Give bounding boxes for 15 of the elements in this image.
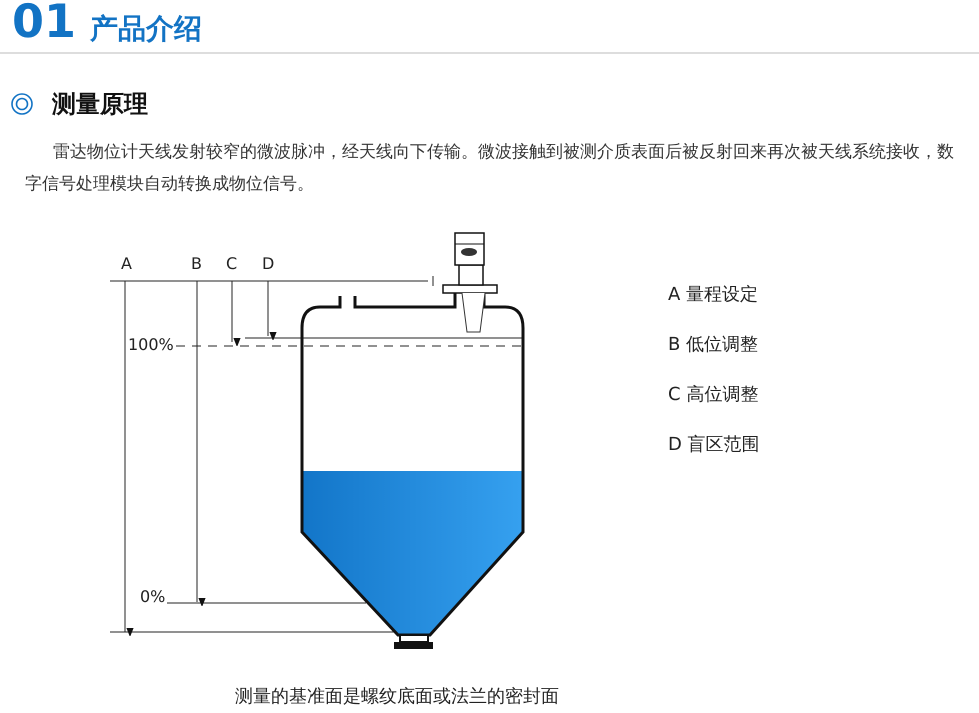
caption: 测量的基准面是螺纹底面或法兰的密封面 xyxy=(235,685,559,708)
level-label: 100% xyxy=(128,335,174,354)
dimension-letter: C xyxy=(226,254,238,273)
dimension-letter: D xyxy=(262,254,274,273)
subheading: 测量原理 xyxy=(52,89,148,120)
key-item: A 量程设定 xyxy=(668,283,758,306)
dimension-letter: A xyxy=(121,254,132,273)
dimension-letter: B xyxy=(191,254,202,273)
paragraph: 雷达物位计天线发射较窄的微波脉冲，经天线向下传输。微波接触到被测介质表面后被反射回来再次被天线系统接收，数字信号处理模块自动转换成物位信号。 xyxy=(25,141,955,196)
section-number: 01 xyxy=(12,0,76,48)
key-item: C 高位调整 xyxy=(668,383,758,406)
section-title: 产品介绍 xyxy=(90,11,202,47)
key-item: D 盲区范围 xyxy=(668,433,760,456)
level-label: 0% xyxy=(140,587,166,606)
key-item: B 低位调整 xyxy=(668,333,758,356)
